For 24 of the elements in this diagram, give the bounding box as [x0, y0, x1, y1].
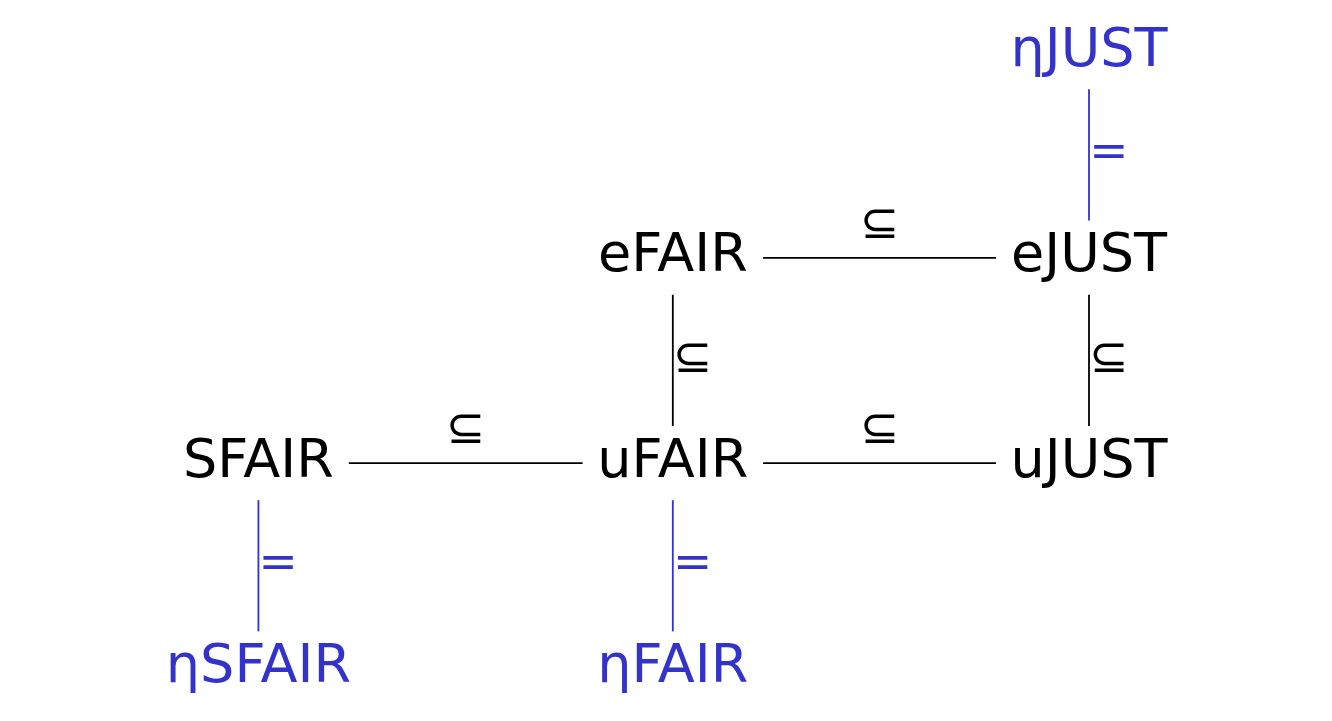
node-text: uFAIR	[596, 426, 748, 490]
edge-label: =	[258, 534, 298, 589]
edge-label: ⊆	[859, 194, 899, 249]
edge-label: =	[672, 534, 712, 589]
node-text: ηSFAIR	[165, 632, 351, 696]
edge-label: =	[1088, 123, 1128, 178]
edge-label: ⊆	[1088, 328, 1128, 383]
edge-label: ⊆	[445, 400, 485, 455]
node-text: SFAIR	[182, 426, 334, 490]
connector	[1087, 293, 1090, 427]
connector	[347, 462, 583, 465]
connector	[671, 293, 674, 427]
connector	[761, 462, 997, 465]
connector	[1087, 88, 1090, 222]
connector	[761, 256, 997, 259]
node-text: ηJUST	[1009, 15, 1168, 79]
connector	[257, 499, 259, 633]
node-text: eFAIR	[597, 221, 748, 285]
connector	[671, 499, 674, 633]
edge-label: ⊆	[859, 400, 899, 455]
node-text: ηFAIR	[596, 632, 748, 696]
node-text: uJUST	[1009, 426, 1168, 490]
node-text: eJUST	[1010, 221, 1167, 285]
edge-label: ⊆	[672, 328, 712, 383]
